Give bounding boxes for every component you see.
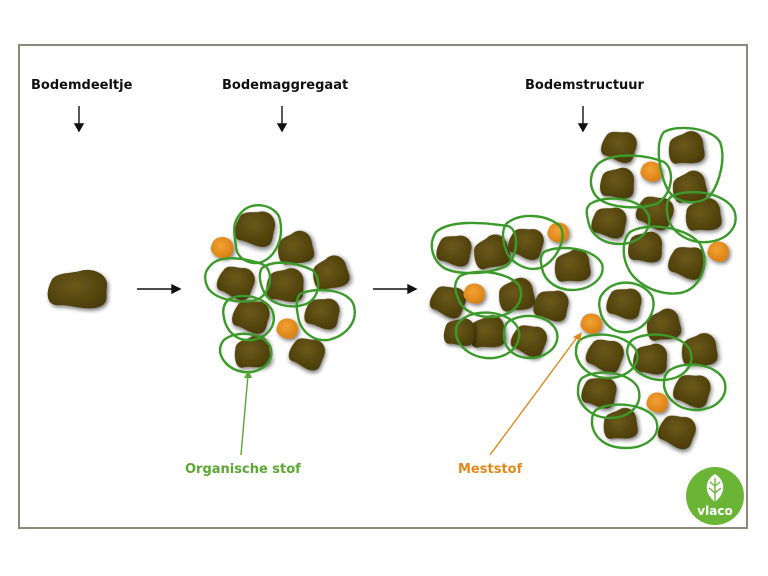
organic-matter-outline [501,214,564,271]
process-arrows [137,283,418,295]
organic-matter-outline [657,126,724,204]
organic-matter-outline [574,333,639,380]
soil-particle [600,406,640,443]
organic-matter-outline [233,203,283,265]
organic-matter-outline [585,197,651,246]
heading-bodemaggregaat: Bodemaggregaat [222,78,349,93]
organic-matter-outline [539,246,604,292]
leaf-icon [686,467,744,525]
soil-particle [426,280,470,322]
organic-matter-outline [589,154,673,209]
fertilizer-particle [276,318,298,339]
heading-arrows [73,106,589,133]
caption-fertilizer: Meststof [458,462,523,477]
organic-matter-outline [665,190,737,244]
organic-matter-outline [626,333,693,382]
heading-bodemdeeltje: Bodemdeeltje [31,78,133,93]
fertilizer-particle [580,313,602,334]
vlaco-logo: vlaco [685,466,745,526]
fertilizer-particle [707,241,729,262]
soil-particle [678,331,720,370]
soil-structure [426,126,737,453]
soil-particle [654,409,700,453]
organic-matter-outline [454,311,521,360]
soil-particle [582,333,628,377]
soil-particle [302,294,342,332]
caption-organic-matter: Organische stof [185,462,301,477]
organic-matter-outline [502,314,559,360]
soil-particle [434,231,474,269]
organic-matter-outline [598,281,655,334]
organic-matter-outline [576,371,641,420]
organic-matter-outline [218,332,273,374]
organic-matter-outline [222,294,275,342]
fertilizer-particle [463,283,485,304]
organic-matter-outline [590,403,659,450]
organic-matter-outline [662,363,727,412]
soil-particle [285,332,329,374]
soil-particle [604,284,644,322]
soil-aggregate [204,203,356,374]
single-soil-particle [47,269,108,309]
fertilizer-particle [646,392,668,413]
organic-matter-outline [295,288,356,342]
fertilizer-particle [210,236,234,259]
fertilizer-pointer [489,332,582,456]
organic-matter-outline [258,261,320,308]
soil-particle [628,231,663,263]
organic-matter-outline [204,257,272,303]
heading-bodemstructuur: Bodemstructuur [525,78,644,93]
logo-text: vlaco [697,504,733,518]
organic-matter-outline [454,270,523,319]
organic-pointer [240,370,252,456]
organic-matter-outline [430,221,518,275]
soil-particle [665,129,707,168]
organic-matter-outline [622,225,706,295]
soil-particle [600,167,635,199]
